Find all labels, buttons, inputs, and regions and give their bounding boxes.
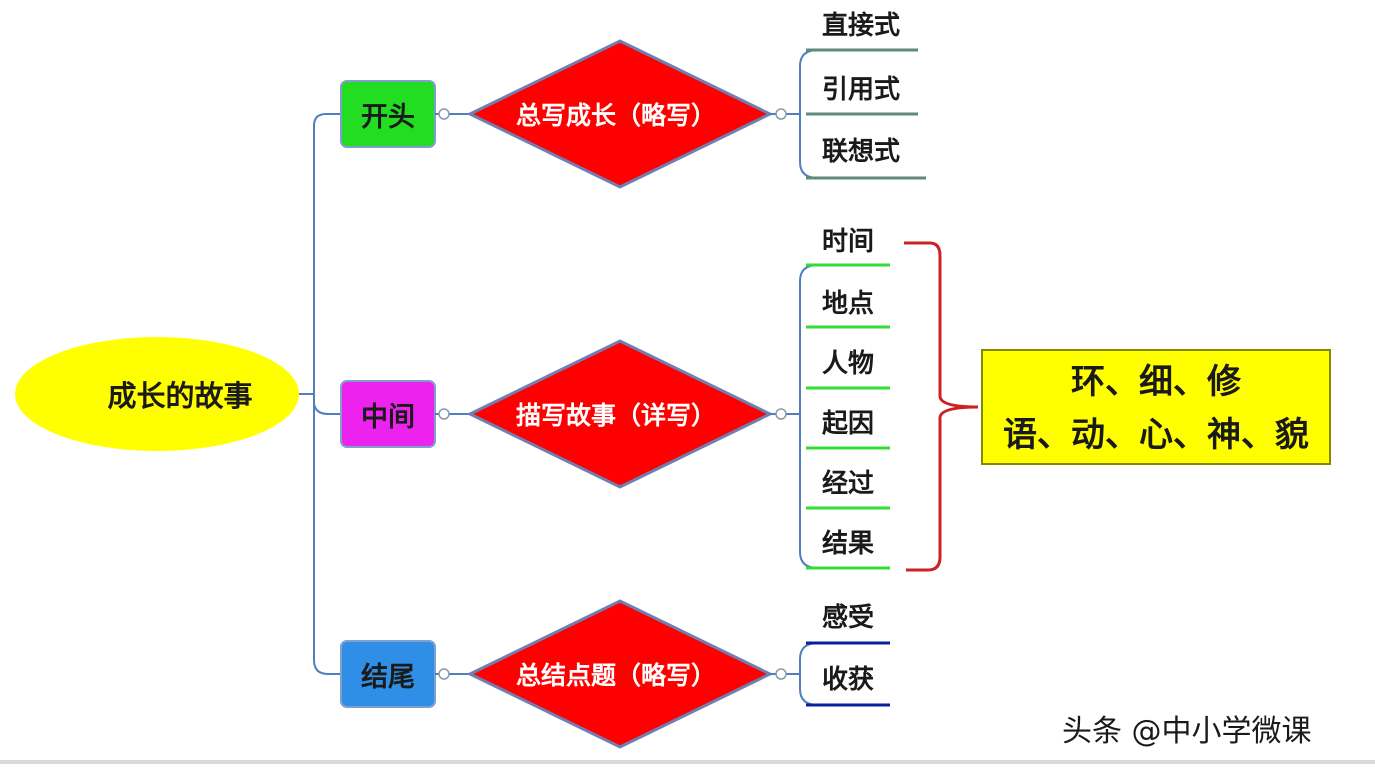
leaf-spine-middle [799,264,819,569]
bottom-divider [0,760,1375,764]
leaf-label-opening: 引用式 [822,75,900,105]
note-line-2: 语、动、心、神、貌 [1003,415,1309,455]
collapse-dot-icon [438,408,450,420]
root-node [15,337,299,451]
collapse-dot-icon [775,108,787,120]
diamond-label-ending: 总结点题（略写） [516,661,716,690]
leaf-label-middle: 起因 [822,409,874,439]
leaf-label-ending: 感受 [822,602,874,633]
leaf-label-middle: 经过 [822,468,874,499]
leaf-label-opening: 直接式 [822,11,900,41]
watermark: 头条 @中小学微课 [1062,714,1312,749]
leaf-label-middle: 人物 [822,349,874,379]
leaf-spine-ending [799,642,819,706]
collapse-dot-icon [775,408,787,420]
trunk-connector-middle [313,403,342,415]
leaf-label-middle: 地点 [822,288,874,319]
note-box [981,349,1331,465]
collapse-dot-icon [438,108,450,120]
trunk-connector [313,113,342,675]
leaf-spine-opening [799,49,819,179]
leaf-label-middle: 结果 [822,529,874,559]
branch-label-ending: 结尾 [361,662,415,693]
collapse-dot-icon [438,668,450,680]
root-label: 成长的故事 [107,379,252,413]
branch-label-opening: 开头 [361,102,415,133]
leaf-label-ending: 收获 [822,665,874,695]
diamond-label-middle: 描写故事（详写） [516,401,716,430]
diamond-label-opening: 总写成长（略写） [516,101,716,130]
bracket-line [904,241,979,572]
collapse-dot-icon [775,668,787,680]
note-line-1: 环、细、修 [1071,362,1242,402]
leaf-label-middle: 时间 [822,227,874,257]
leaf-label-opening: 联想式 [822,137,900,167]
branch-label-middle: 中间 [361,402,415,433]
